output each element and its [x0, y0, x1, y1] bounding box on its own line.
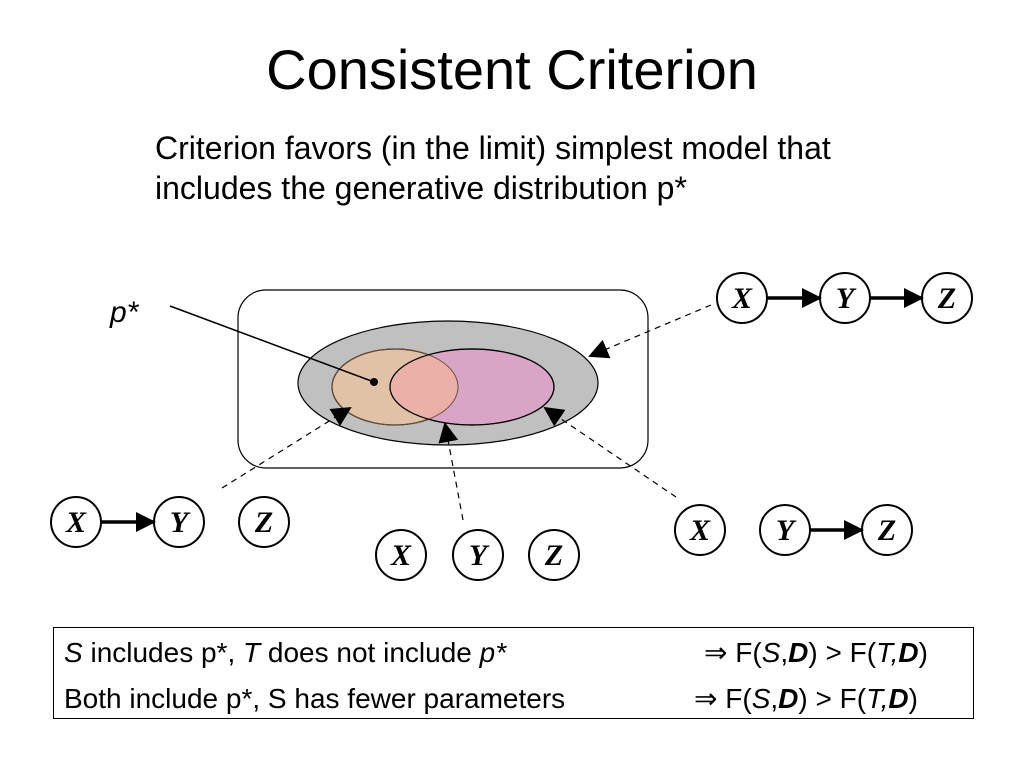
text: F( [727, 637, 762, 668]
text: , [770, 683, 779, 714]
pstar-point [370, 378, 378, 386]
node-z-label: Z [937, 282, 956, 315]
text: ) > F( [798, 683, 867, 714]
node-y-label: Y [776, 514, 797, 547]
set-s: S [64, 637, 83, 668]
criteria-row-1-result: ⇒ F(S,D) > F(T,D) [704, 634, 928, 672]
node-x [375, 529, 427, 581]
network-x-y-then-z: X Y Z [50, 496, 290, 548]
pointer-to-left [221, 406, 352, 489]
criteria-row-1-condition: S includes p*, T does not include p* [64, 634, 506, 672]
subtitle: Criterion favors (in the limit) simplest… [155, 128, 831, 208]
set-t: T [243, 637, 261, 668]
node-y [452, 529, 504, 581]
text: ) [918, 637, 928, 668]
text: ) > F( [808, 637, 877, 668]
data-d: D [788, 637, 809, 668]
node-y-label: Y [469, 539, 490, 572]
node-y-label: Y [836, 282, 857, 315]
text: F( [717, 683, 752, 714]
node-z-label: Z [254, 506, 273, 539]
node-x-label: X [390, 539, 412, 572]
node-y-label: Y [170, 506, 191, 539]
implies-symbol: ⇒ [704, 637, 728, 668]
node-x [674, 504, 726, 556]
network-x-y-z-chain: X Y Z [716, 272, 973, 324]
node-x-label: X [689, 514, 711, 547]
right-ellipse-outline [389, 348, 555, 426]
text: ) [908, 683, 918, 714]
node-x-label: X [731, 282, 753, 315]
left-ellipse-outline [331, 348, 459, 426]
data-d: D [898, 637, 919, 668]
node-z-label: Z [877, 514, 896, 547]
data-d: D [888, 683, 909, 714]
set-s: S [761, 637, 781, 668]
criteria-row-2-condition: Both include p*, S has fewer parameters [64, 683, 566, 714]
node-x-label: X [65, 506, 87, 539]
slide-title: Consistent Criterion [266, 38, 758, 101]
criteria-box: S includes p*, T does not include p* ⇒ F… [53, 627, 974, 719]
overlap-region [390, 349, 458, 425]
text: does not include [260, 637, 480, 668]
pointer-to-overlap [438, 422, 464, 521]
pstar-label: p* [109, 296, 140, 329]
criteria-row-2-result: ⇒ F(S,D) > F(T,D) [694, 680, 918, 718]
network-y-z: X Y Z [674, 504, 913, 556]
pstar-pointer [169, 305, 375, 383]
data-d: D [778, 683, 799, 714]
node-z [238, 496, 290, 548]
implies-symbol: ⇒ [694, 683, 718, 714]
node-z [528, 529, 580, 581]
text: , [780, 637, 789, 668]
set-t: T, [876, 637, 899, 668]
set-t: T, [866, 683, 889, 714]
pointer-to-right [543, 406, 677, 498]
network-empty: X Y Z [375, 529, 580, 581]
node-z-label: Z [544, 539, 563, 572]
text: includes p*, [82, 637, 244, 668]
pstar: p* [479, 637, 507, 668]
set-s: S [751, 683, 771, 714]
subtitle-line-1: Criterion favors (in the limit) simplest… [155, 130, 831, 166]
subtitle-line-2: includes the generative distribution p* [155, 170, 687, 206]
